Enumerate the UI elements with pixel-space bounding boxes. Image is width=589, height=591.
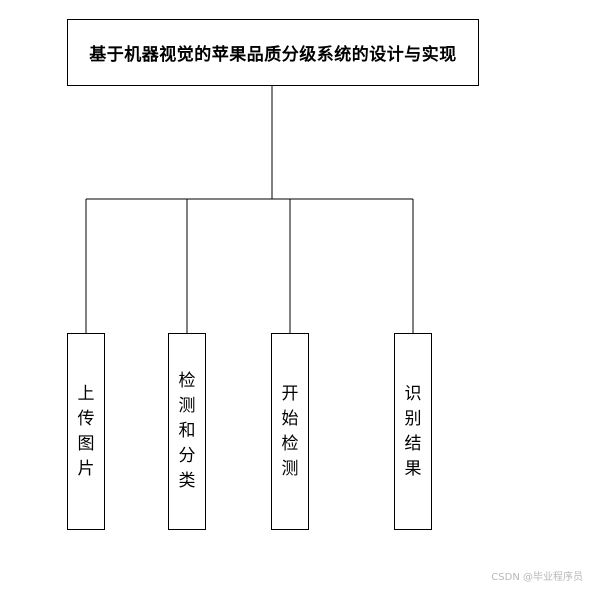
label-char: 开: [281, 383, 299, 404]
label-char: 类: [178, 471, 196, 491]
label-char: 别: [404, 408, 422, 429]
label-char: 测: [281, 458, 299, 479]
node-result-label: 识别结果: [405, 382, 422, 482]
watermark: CSDN @毕业程序员: [491, 572, 583, 583]
node-start-detect-label: 开始检测: [282, 382, 299, 482]
node-upload-label: 上传图片: [78, 382, 95, 482]
label-char: 和: [178, 421, 196, 441]
label-char: 测: [178, 396, 196, 416]
label-char: 检: [281, 433, 299, 454]
label-char: 识: [404, 383, 422, 404]
label-char: 检: [178, 371, 196, 391]
label-char: 结: [404, 433, 422, 454]
label-char: 始: [281, 408, 299, 429]
node-detect-classify-label: 检测和分类: [179, 369, 196, 494]
node-upload: 上传图片: [67, 333, 105, 530]
node-start-detect: 开始检测: [271, 333, 309, 530]
root-node-label: 基于机器视觉的苹果品质分级系统的设计与实现: [89, 45, 457, 65]
node-result: 识别结果: [394, 333, 432, 530]
label-char: 传: [77, 408, 95, 429]
label-char: 图: [77, 433, 95, 454]
label-char: 果: [404, 458, 422, 479]
label-char: 上: [77, 383, 95, 404]
node-detect-classify: 检测和分类: [168, 333, 206, 530]
label-char: 片: [77, 458, 95, 479]
label-char: 分: [178, 446, 196, 466]
root-node: 基于机器视觉的苹果品质分级系统的设计与实现: [67, 19, 479, 86]
